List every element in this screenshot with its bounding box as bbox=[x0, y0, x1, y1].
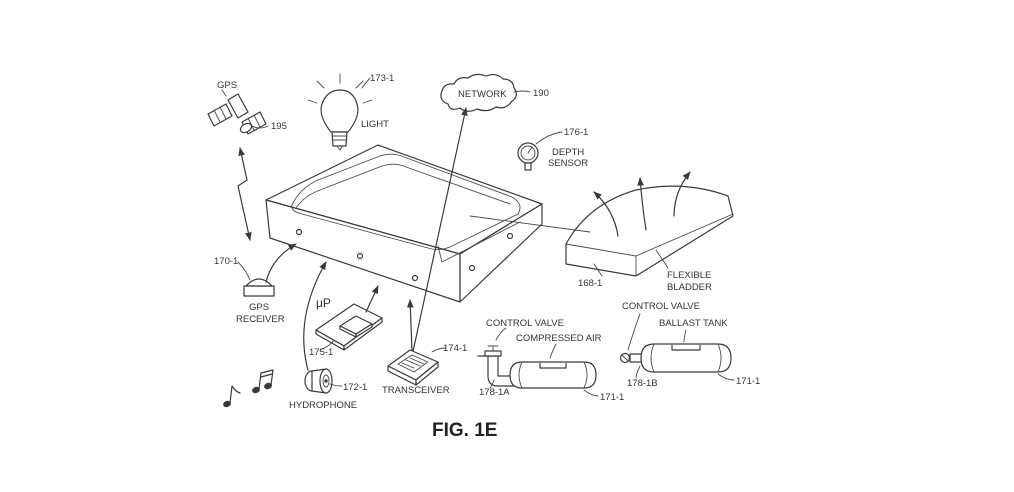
transceiver-label: TRANSCEIVER bbox=[382, 385, 450, 396]
compressed-air-label: COMPRESSED AIR bbox=[516, 333, 602, 344]
ref-176-1: 176-1 bbox=[564, 127, 588, 138]
hydrophone-label: HYDROPHONE bbox=[289, 400, 357, 411]
gps-receiver-to-housing-arrow bbox=[265, 243, 297, 283]
network-label: NETWORK bbox=[458, 89, 507, 100]
transceiver-chip-icon bbox=[387, 349, 439, 386]
gps-receiver-label-line2: RECEIVER bbox=[236, 314, 285, 325]
transceiver-network-link bbox=[411, 107, 468, 357]
gps-receiver-label-line1: GPS bbox=[249, 302, 269, 313]
ref-178-1a: 178-1A bbox=[479, 387, 510, 398]
ref-171-1-right: 171-1 bbox=[736, 376, 760, 387]
control-valve-right-label: CONTROL VALVE bbox=[622, 301, 700, 312]
ballast-tank-icon bbox=[640, 343, 732, 373]
compressed-air-tank-icon bbox=[509, 361, 597, 389]
network-cloud-icon bbox=[440, 73, 517, 112]
flexible-bladder bbox=[565, 171, 734, 277]
transceiver-to-housing-arrow bbox=[406, 299, 414, 351]
control-valve-right-icon bbox=[619, 352, 643, 364]
hydrophone-icon bbox=[304, 368, 333, 394]
gps-satellite-icon bbox=[207, 89, 267, 135]
light-bulb-icon bbox=[307, 73, 373, 151]
depth-sensor-label-line2: SENSOR bbox=[548, 158, 588, 169]
ref-173-1: 173-1 bbox=[370, 73, 394, 84]
ref-172-1: 172-1 bbox=[343, 382, 367, 393]
gps-receiver-icon bbox=[243, 278, 275, 297]
gps-signal-link bbox=[237, 147, 252, 241]
ref-168-1: 168-1 bbox=[578, 278, 602, 289]
bladder-leader-line bbox=[469, 215, 591, 233]
figure-title: FIG. 1E bbox=[432, 420, 497, 441]
ref-174-1: 174-1 bbox=[443, 343, 467, 354]
microprocessor-label: μP bbox=[316, 296, 331, 310]
ref-175-1: 175-1 bbox=[309, 347, 333, 358]
flexible-bladder-label-line1: FLEXIBLE bbox=[667, 270, 711, 281]
light-label: LIGHT bbox=[361, 119, 389, 130]
depth-sensor-gauge-icon bbox=[517, 142, 539, 171]
ref-190: 190 bbox=[533, 88, 549, 99]
gps-label: GPS bbox=[217, 80, 237, 91]
float-housing bbox=[265, 144, 543, 303]
ballast-tank-label: BALLAST TANK bbox=[659, 318, 728, 329]
sound-notes-icon bbox=[223, 369, 274, 408]
depth-sensor-label-line1: DEPTH bbox=[552, 147, 584, 158]
microprocessor-chip-icon bbox=[315, 303, 383, 351]
ref-171-1-left: 171-1 bbox=[600, 392, 624, 403]
processor-to-housing-arrow bbox=[365, 285, 379, 313]
ref-178-1b: 178-1B bbox=[627, 378, 658, 389]
control-valve-left-label: CONTROL VALVE bbox=[486, 318, 564, 329]
hydrophone-to-housing-arrow bbox=[303, 261, 327, 371]
flexible-bladder-label-line2: BLADDER bbox=[667, 282, 712, 293]
ref-170-1: 170-1 bbox=[214, 256, 238, 267]
ref-195: 195 bbox=[271, 121, 287, 132]
